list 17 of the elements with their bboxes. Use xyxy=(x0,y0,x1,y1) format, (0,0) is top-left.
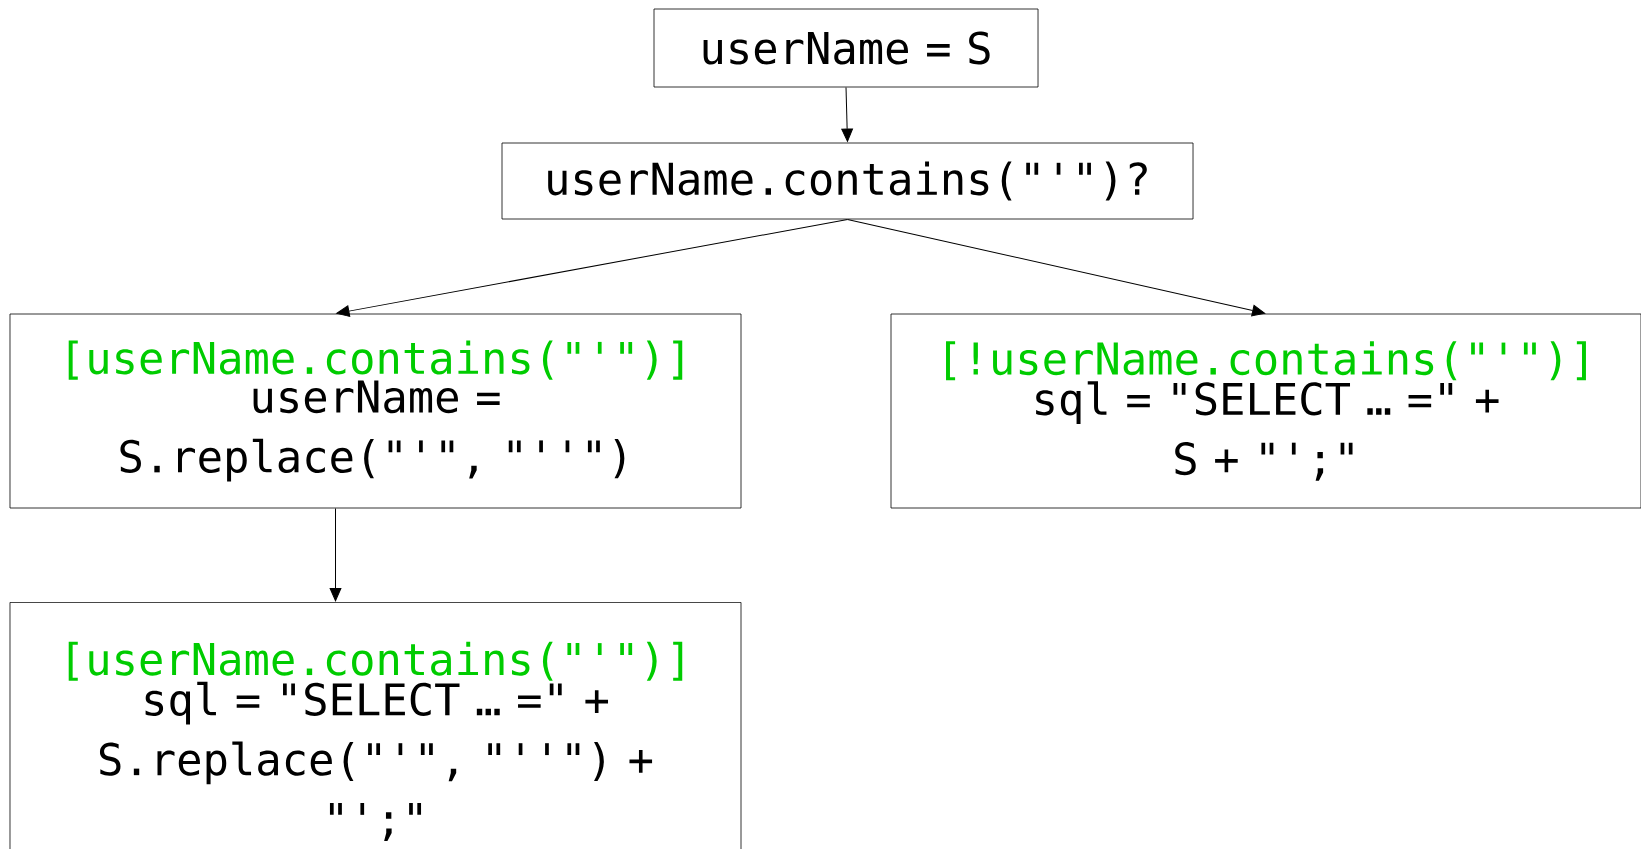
guard-condition: [userName.contains("'")] xyxy=(68,641,683,681)
guard-condition: [userName.contains("'")] xyxy=(68,340,683,380)
code-statement: userName.contains("'")? xyxy=(548,161,1147,201)
process-box xyxy=(501,142,1194,220)
process-box xyxy=(9,602,742,849)
process-box xyxy=(890,313,1641,509)
arrow xyxy=(841,86,853,142)
code-statement: userName = S.replace("'", "''") xyxy=(120,380,625,482)
code-statement: sql = "SELECT … =" + S + "';" xyxy=(1036,381,1499,481)
code-statement: userName = S xyxy=(703,31,990,65)
guard-condition: [!userName.contains("'")] xyxy=(946,341,1586,381)
code-statement: sql = "SELECT … =" + S.replace("'", "''") + "';" xyxy=(99,681,653,842)
arrow xyxy=(329,507,342,602)
process-box xyxy=(9,313,742,509)
process-box xyxy=(653,8,1039,88)
arrow xyxy=(847,218,1266,317)
arrow xyxy=(336,218,848,317)
